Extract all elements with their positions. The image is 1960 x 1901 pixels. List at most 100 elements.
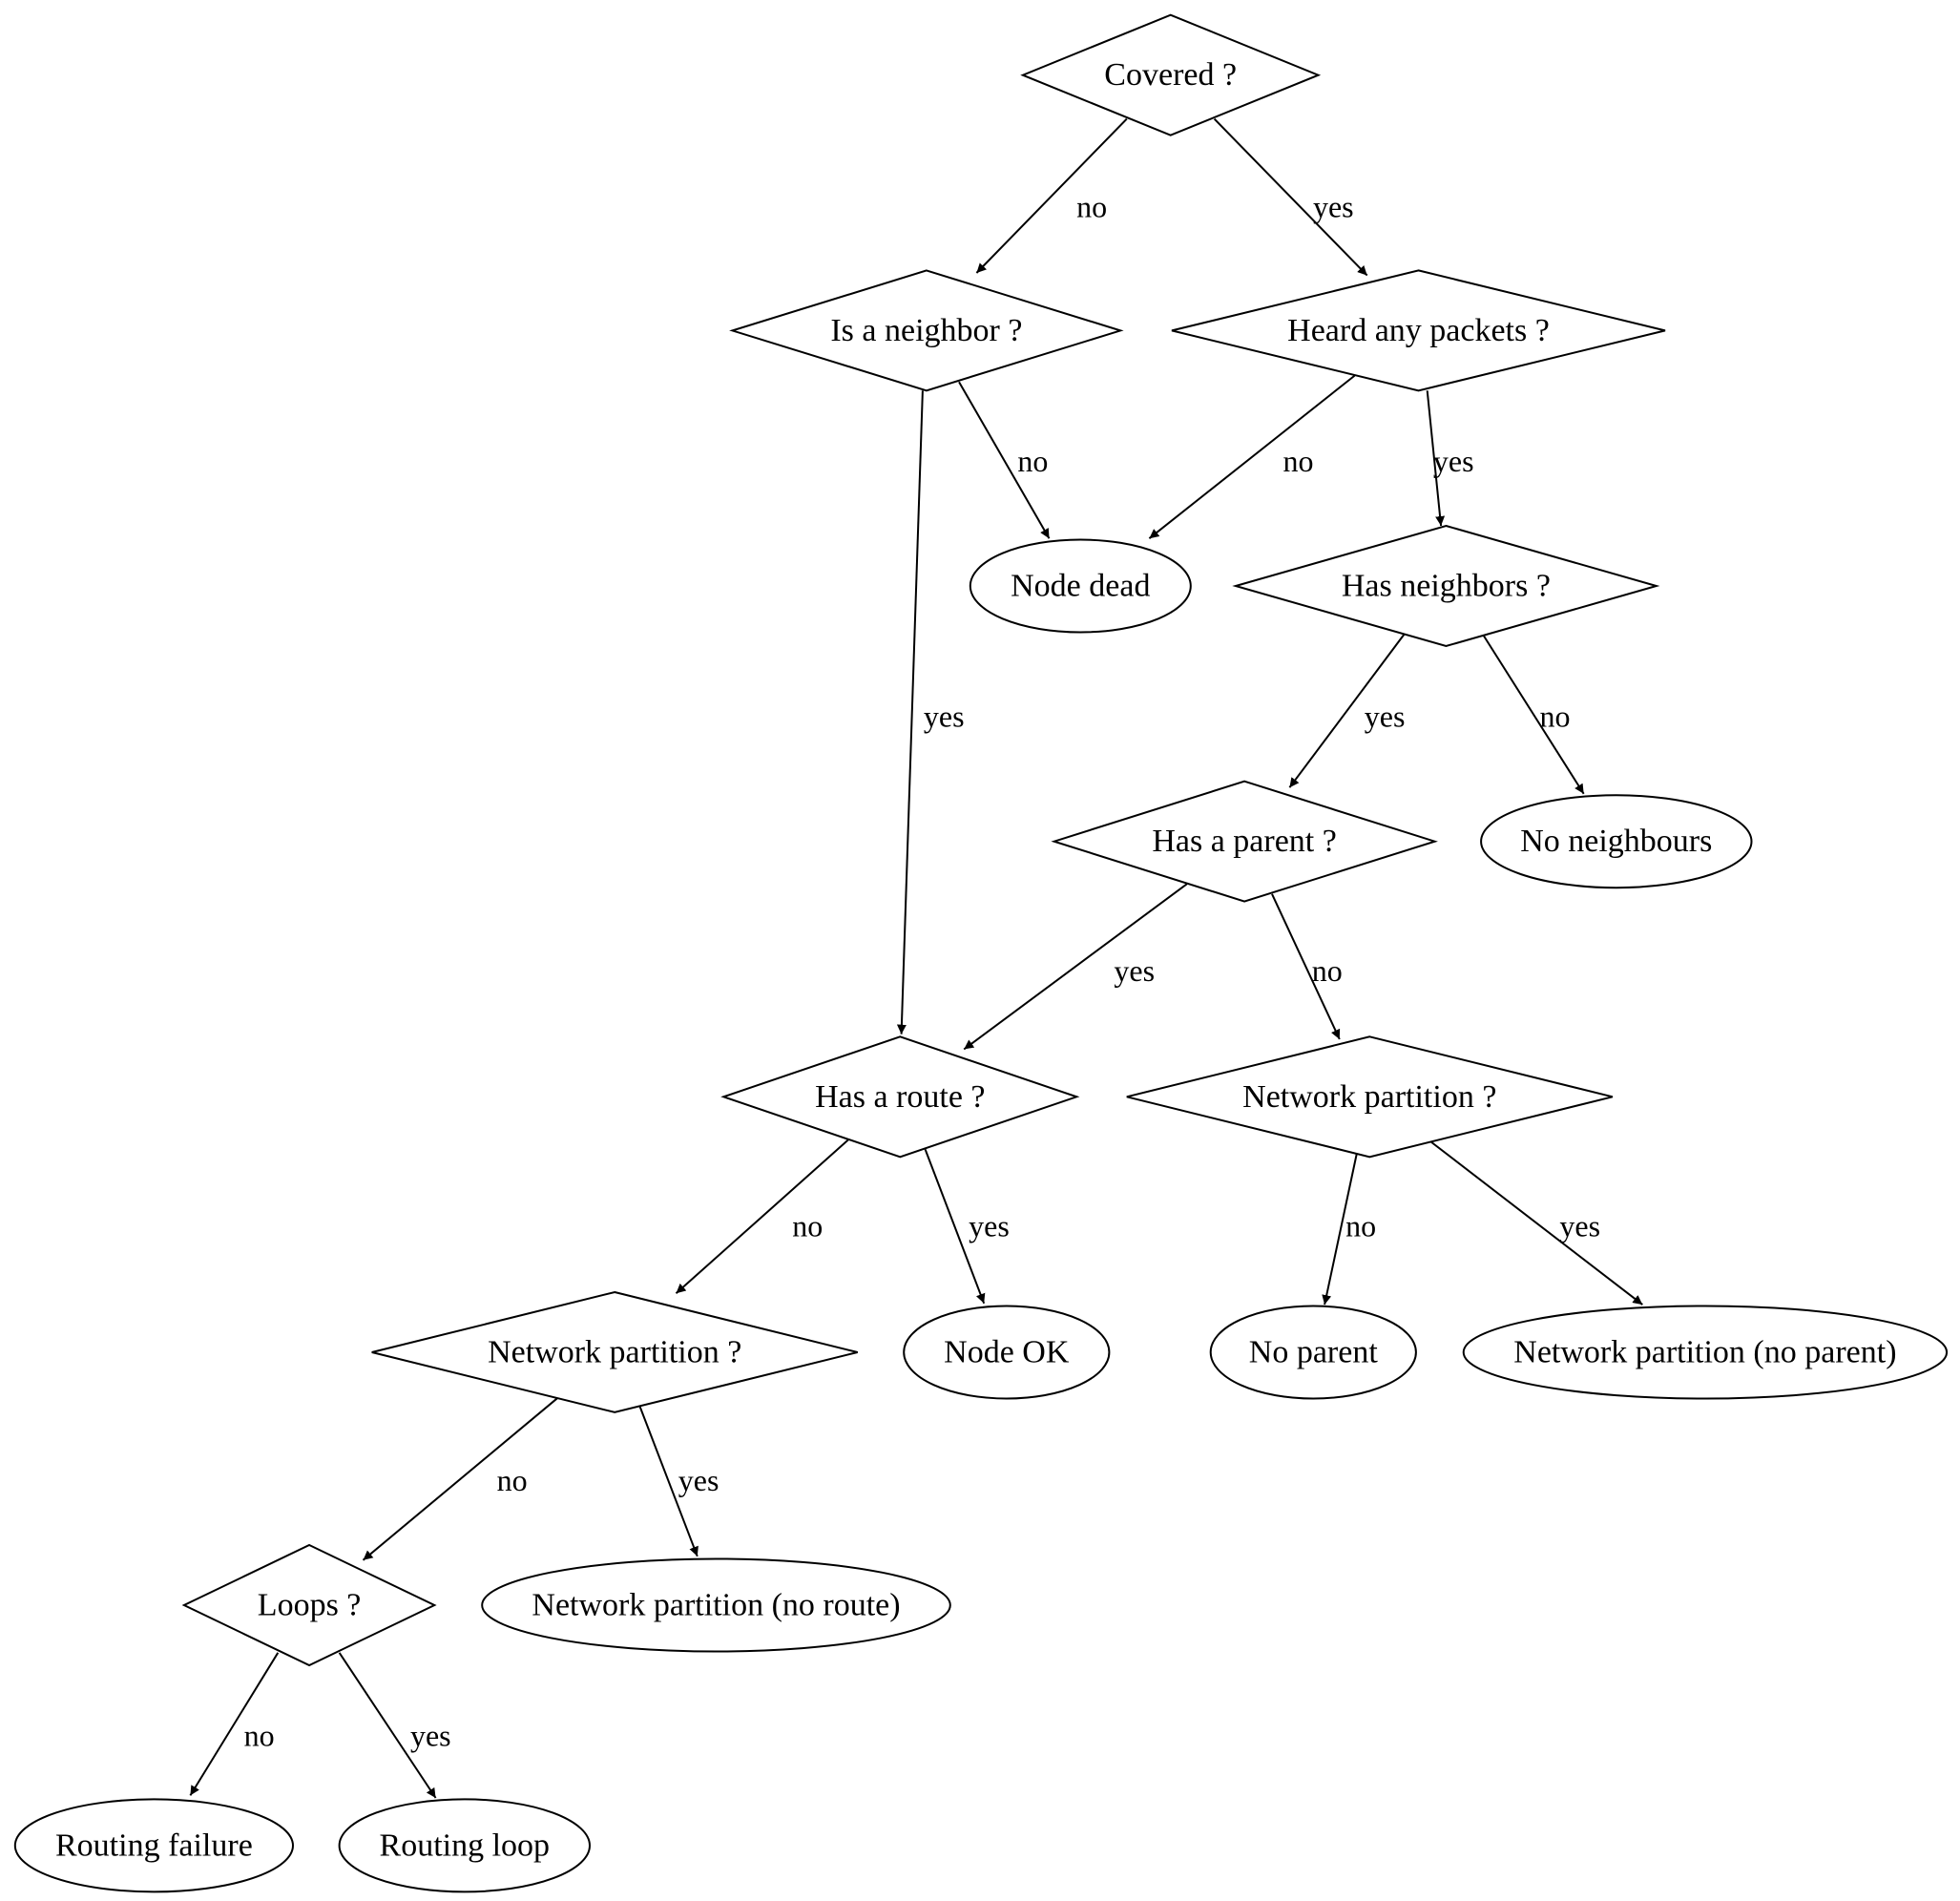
- decision-node-has-route: Has a route ?: [720, 1035, 1080, 1159]
- node-label: Network partition (no route): [532, 1588, 900, 1623]
- decision-node-covered: Covered ?: [1020, 13, 1322, 136]
- edge-label-no: no: [1540, 700, 1571, 734]
- edge-arrow: [1429, 1140, 1643, 1306]
- edge-covered-to-is_neighbor: no: [975, 117, 1128, 274]
- decision-node-heard-packets: Heard any packets ?: [1171, 269, 1666, 392]
- edge-arrow: [1481, 633, 1585, 795]
- diamond-shape: [1232, 524, 1660, 648]
- edge-has_neighbors-to-has_parent: yes: [1288, 633, 1406, 788]
- node-label: Covered ?: [1104, 57, 1237, 93]
- decision-node-net-partition-parent: Network partition ?: [1126, 1035, 1614, 1159]
- edges-layer: no yes no yes no yes yes no yes no no yes no yes no yes…: [189, 117, 1643, 1799]
- diamond-shape: [1126, 1035, 1614, 1159]
- edge-arrow: [896, 390, 924, 1034]
- decision-node-has-parent: Has a parent ?: [1051, 780, 1438, 903]
- outcome-node-routing-loop: Routing loop: [338, 1798, 591, 1893]
- edge-label-yes: yes: [1433, 444, 1474, 478]
- decision-node-has-neighbors: Has neighbors ?: [1232, 524, 1660, 648]
- edge-label-yes: yes: [924, 700, 965, 734]
- outcome-node-routing-failure: Routing failure: [13, 1798, 294, 1893]
- edge-has_route-to-node_ok: yes: [924, 1149, 1010, 1305]
- diamond-shape: [1051, 780, 1438, 903]
- edge-label-yes: yes: [969, 1208, 1010, 1243]
- edge-heard_packets-to-has_neighbors: yes: [1426, 390, 1474, 527]
- edge-is_neighbor-to-has_route: yes: [896, 390, 965, 1034]
- edge-loops-to-routing_failure: no: [189, 1652, 280, 1796]
- ellipse-shape: [903, 1305, 1111, 1400]
- edge-arrow: [1288, 633, 1406, 788]
- ellipse-shape: [1480, 794, 1753, 889]
- edge-label-yes: yes: [1313, 190, 1354, 224]
- ellipse-shape: [969, 538, 1192, 634]
- edge-label-no: no: [244, 1718, 275, 1752]
- edge-label-no: no: [1076, 190, 1107, 224]
- node-label: Loops ?: [258, 1588, 362, 1623]
- diamond-shape: [1020, 13, 1322, 136]
- edge-label-yes: yes: [1114, 953, 1155, 988]
- edge-arrow: [1148, 374, 1356, 539]
- node-label: Has a parent ?: [1152, 824, 1337, 859]
- node-label: Network partition ?: [1242, 1079, 1496, 1115]
- edge-loops-to-routing_loop: yes: [338, 1652, 451, 1799]
- decision-node-is-neighbor: Is a neighbor ?: [729, 269, 1124, 392]
- edge-label-yes: yes: [410, 1718, 451, 1752]
- edge-label-yes: yes: [678, 1463, 719, 1497]
- node-label: Network partition ?: [488, 1335, 741, 1370]
- edge-label-yes: yes: [1559, 1208, 1600, 1243]
- diamond-shape: [371, 1290, 858, 1413]
- edge-arrow: [975, 117, 1128, 274]
- edge-arrow: [963, 883, 1188, 1051]
- edge-arrow: [1322, 1151, 1359, 1306]
- edge-is_neighbor-to-node_dead: no: [958, 381, 1051, 539]
- edge-has_route-to-net_partition_route: no: [675, 1139, 850, 1295]
- outcome-node-node-dead: Node dead: [969, 538, 1192, 634]
- node-label: Routing failure: [55, 1828, 253, 1863]
- nodes-layer: Covered ? Is a neighbor ? Heard any packet…: [13, 13, 1949, 1893]
- edge-label-no: no: [1017, 444, 1048, 478]
- edge-covered-to-heard_packets: yes: [1213, 117, 1368, 277]
- ellipse-shape: [1462, 1305, 1949, 1400]
- edge-has_parent-to-has_route: yes: [963, 883, 1188, 1051]
- outcome-node-no-neighbours: No neighbours: [1480, 794, 1753, 889]
- edge-label-no: no: [1345, 1208, 1376, 1243]
- edge-has_parent-to-net_partition_parent: no: [1271, 893, 1343, 1040]
- node-label: Has a route ?: [815, 1079, 985, 1115]
- ellipse-shape: [338, 1798, 591, 1893]
- edge-arrow: [362, 1396, 559, 1561]
- edge-net_partition_parent-to-np_no_parent: yes: [1429, 1140, 1643, 1306]
- edge-label-no: no: [497, 1463, 528, 1497]
- edge-label-no: no: [1312, 953, 1343, 988]
- edge-arrow: [1213, 117, 1368, 277]
- edge-arrow: [958, 381, 1051, 539]
- outcome-node-np-no-parent: Network partition (no parent): [1462, 1305, 1949, 1400]
- node-label: Node OK: [944, 1335, 1070, 1370]
- edge-has_neighbors-to-no_neighbours: no: [1481, 633, 1585, 795]
- node-label: Routing loop: [380, 1828, 551, 1863]
- edge-arrow: [1426, 390, 1446, 527]
- edge-arrow: [189, 1652, 280, 1796]
- outcome-node-node-ok: Node OK: [903, 1305, 1111, 1400]
- edge-arrow: [638, 1406, 699, 1557]
- edge-net_partition_parent-to-no_parent: no: [1322, 1151, 1376, 1306]
- edge-label-yes: yes: [1365, 700, 1406, 734]
- diamond-shape: [1171, 269, 1666, 392]
- ellipse-shape: [1209, 1305, 1417, 1400]
- diamond-shape: [181, 1543, 437, 1667]
- edge-net_partition_route-to-np_no_route: yes: [638, 1406, 719, 1557]
- node-label: No neighbours: [1520, 824, 1712, 859]
- outcome-node-np-no-route: Network partition (no route): [481, 1557, 951, 1653]
- edge-arrow: [924, 1149, 986, 1305]
- edge-arrow: [675, 1139, 850, 1295]
- edge-arrow: [338, 1652, 437, 1799]
- edge-heard_packets-to-node_dead: no: [1148, 374, 1356, 539]
- diamond-shape: [720, 1035, 1080, 1159]
- decision-node-loops: Loops ?: [181, 1543, 437, 1667]
- ellipse-shape: [481, 1557, 951, 1653]
- diamond-shape: [729, 269, 1124, 392]
- node-label: Heard any packets ?: [1287, 313, 1550, 348]
- decision-node-net-partition-route: Network partition ?: [371, 1290, 858, 1413]
- edge-label-no: no: [792, 1208, 823, 1243]
- outcome-node-no-parent: No parent: [1209, 1305, 1417, 1400]
- edge-net_partition_route-to-loops: no: [362, 1396, 559, 1561]
